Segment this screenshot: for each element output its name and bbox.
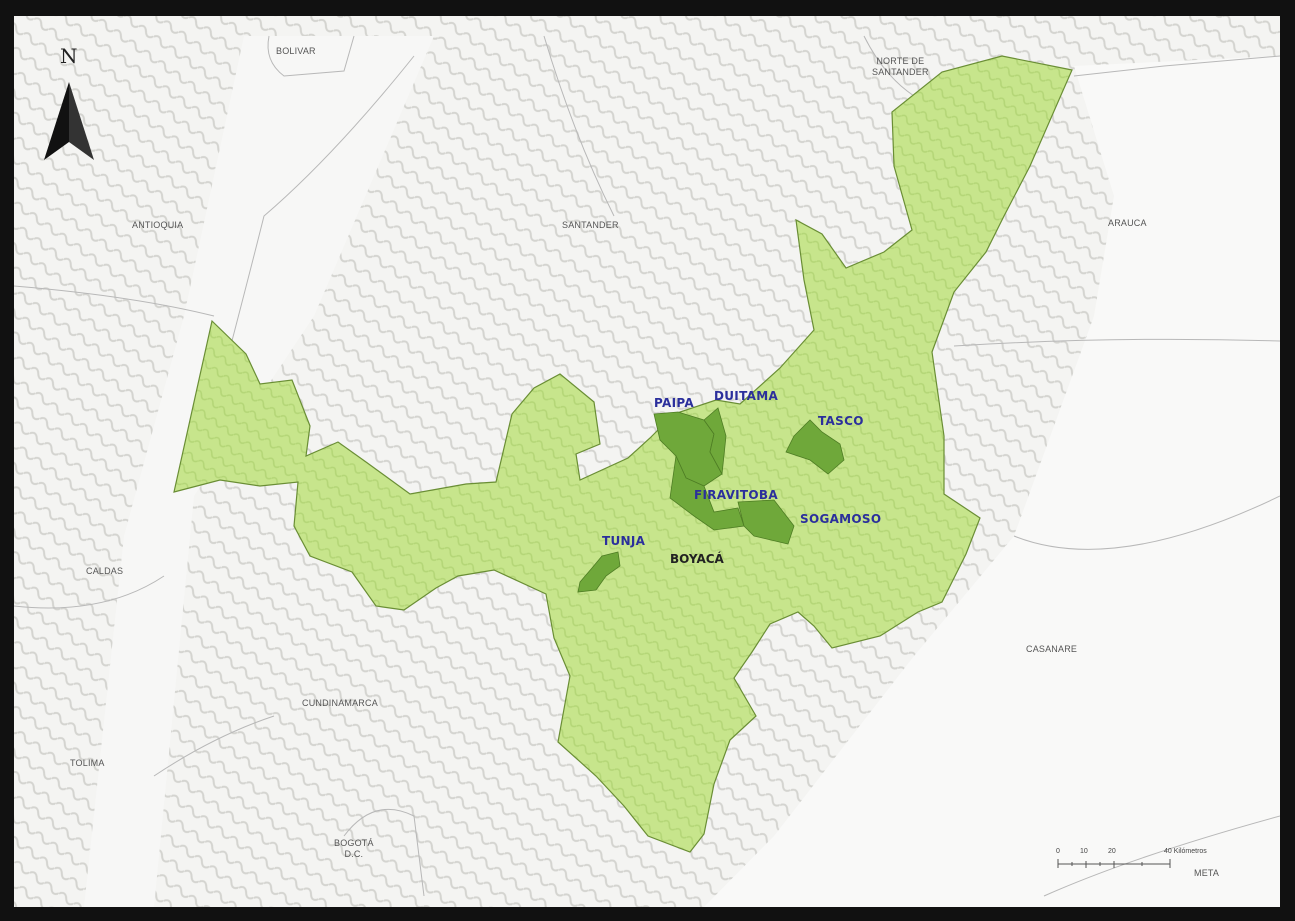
region-label-boyaca: BOYACÁ (670, 552, 724, 566)
municipality-tasco[interactable] (785, 419, 845, 475)
municipality-firavitoba[interactable] (669, 454, 745, 531)
north-arrow-icon (44, 82, 94, 160)
municipality-duitama[interactable] (703, 407, 727, 476)
map-canvas[interactable] (14, 16, 1280, 907)
dept-label-casanare: CASANARE (1026, 644, 1078, 654)
municipality-label-firavitoba: FIRAVITOBA (694, 488, 778, 502)
dept-label-arauca: ARAUCA (1108, 218, 1147, 228)
dept-label-santander: SANTANDER (562, 220, 619, 230)
dept-label-tolima: TOLIMA (70, 758, 105, 768)
municipality-label-tasco: TASCO (818, 414, 864, 428)
map-frame: N BOLIVAR NORTE DE SANTANDER ANTIOQUIA S… (14, 16, 1280, 907)
scale-tick-20: 20 (1108, 848, 1116, 855)
dept-label-norte-de-santander: NORTE DE SANTANDER (872, 56, 929, 77)
magdalena-valley (84, 36, 434, 907)
department-boundaries (14, 35, 1280, 897)
boyaca-region[interactable] (173, 55, 1073, 853)
north-label: N (60, 44, 78, 68)
municipality-label-paipa: PAIPA (654, 396, 694, 410)
municipalities (577, 407, 845, 593)
municipality-label-tunja: TUNJA (602, 534, 646, 548)
municipality-sogamoso[interactable] (737, 499, 795, 545)
scale-tick-40: 40 Kilómetros (1164, 848, 1207, 855)
scale-bar-graphic (1057, 859, 1171, 868)
dept-label-caldas: CALDAS (86, 566, 124, 576)
scale-tick-0: 0 (1056, 848, 1060, 855)
cropped-title-remnant (390, 0, 910, 6)
municipality-label-duitama: DUITAMA (714, 389, 779, 403)
municipality-label-sogamoso: SOGAMOSO (800, 512, 882, 526)
dept-label-bolivar: BOLIVAR (276, 46, 316, 56)
eastern-plains (704, 56, 1280, 907)
scale-tick-10: 10 (1080, 848, 1088, 855)
municipality-tunja[interactable] (577, 551, 621, 593)
dept-label-cundinamarca: CUNDINAMARCA (302, 698, 378, 708)
dept-label-meta: META (1194, 868, 1220, 878)
dept-label-antioquia: ANTIOQUIA (132, 220, 184, 230)
dept-label-bogota: BOGOTÁ D.C. (334, 838, 374, 859)
